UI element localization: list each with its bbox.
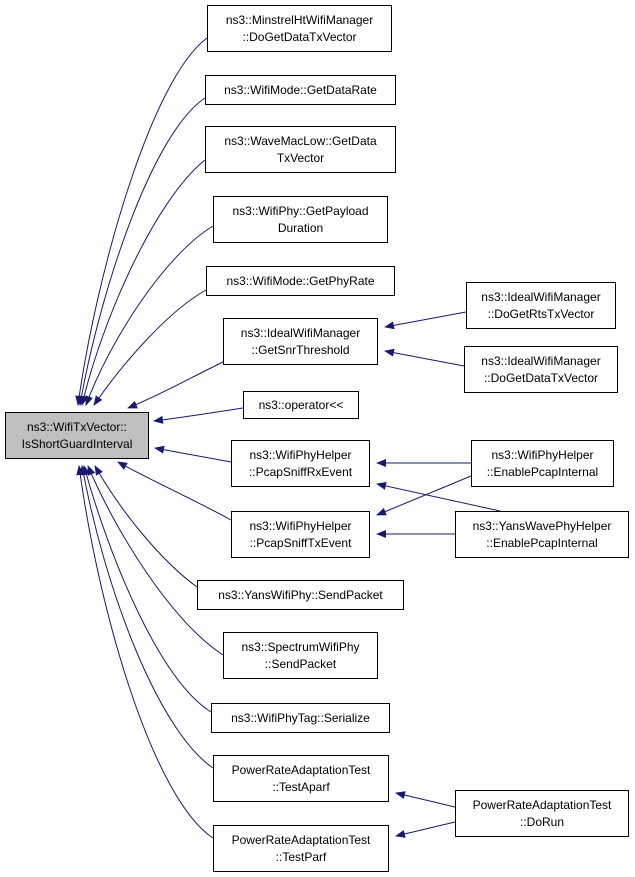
- node-label-line2: ::GetSnrThreshold: [251, 342, 350, 357]
- edge-wifiphyhelper_pcapsniffrxevent-to-root: [154, 445, 232, 463]
- node-label-line1: ns3::IdealWifiManager: [240, 325, 361, 340]
- node-minstrel-dogetdatatxvector[interactable]: ns3::MinstrelHtWifiManager ::DoGetDataTx…: [207, 5, 392, 52]
- edge-ideal_dogetrtstxvector-to-ideal_getsnrthreshold: [384, 311, 467, 330]
- node-label-line1: PowerRateAdaptationTest: [231, 762, 371, 777]
- edge-wifimode_getdatarate-to-root: [77, 97, 206, 406]
- edge-pratest_testaparf-to-root: [79, 465, 214, 769]
- node-label-line1: ns3::MinstrelHtWifiManager: [225, 12, 374, 27]
- node-label-line2: ::EnablePcapInternal: [486, 464, 599, 479]
- edge-pratest_dorun-to-pratest_testaparf: [395, 791, 456, 808]
- node-ideal-getsnrthreshold[interactable]: ns3::IdealWifiManager ::GetSnrThreshold: [223, 318, 378, 365]
- node-label-line1: ns3::WifiMode::GetDataRate: [224, 82, 377, 97]
- node-label-line1: ns3::IdealWifiManager: [481, 353, 601, 368]
- node-label-line1: PowerRateAdaptationTest: [472, 797, 612, 812]
- edge-yanswavephyhelper_enablepcapinternal-to-wifiphyhelper_pcapsniffrxevent: [376, 482, 501, 512]
- edge-minstrel_dogetdatatxvector-to-root: [75, 37, 208, 406]
- edge-wifimode_getphyrate-to-root: [93, 289, 207, 406]
- node-label-line1: ns3::IdealWifiManager: [481, 289, 601, 304]
- edge-wavemaclow_getdatatxvector-to-root: [80, 159, 206, 406]
- node-label-line2: ::DoGetDataTxVector: [242, 29, 357, 44]
- node-label-line2: ::DoGetDataTxVector: [483, 370, 599, 385]
- node-label-line1: ns3::YansWavePhyHelper: [472, 518, 612, 533]
- node-label-line2: ::TestAparf: [272, 779, 330, 794]
- node-label-line1: ns3::WifiPhy::GetPayload: [232, 203, 369, 218]
- node-label-line1: ns3::WifiMode::GetPhyRate: [226, 273, 375, 288]
- node-ideal-dogetdatatxvector[interactable]: ns3::IdealWifiManager ::DoGetDataTxVecto…: [464, 346, 618, 393]
- node-label-line1: ns3::WifiTxVector::: [26, 419, 128, 434]
- node-ideal-dogetrtstxvector[interactable]: ns3::IdealWifiManager ::DoGetRtsTxVector: [466, 282, 616, 329]
- node-wifiphytag-serialize[interactable]: ns3::WifiPhyTag::Serialize: [211, 703, 390, 733]
- edge-wifiphytag_serialize-to-root: [82, 465, 212, 713]
- node-label-line1: ns3::operator<<: [258, 397, 344, 412]
- node-pratest-dorun[interactable]: PowerRateAdaptationTest ::DoRun: [455, 790, 629, 837]
- node-label-line1: ns3::WifiPhyHelper: [249, 447, 352, 462]
- node-label-line2: ::TestParf: [275, 849, 327, 864]
- node-label-line2: ::SendPacket: [264, 656, 337, 671]
- node-pratest-testaparf[interactable]: PowerRateAdaptationTest ::TestAparf: [213, 755, 389, 802]
- node-label-line1: PowerRateAdaptationTest: [231, 832, 371, 847]
- edge-ideal_getsnrthreshold-to-root: [127, 361, 224, 409]
- edge-pratest_testparf-to-root: [76, 465, 214, 839]
- node-wifimode-getphyrate[interactable]: ns3::WifiMode::GetPhyRate: [206, 266, 395, 296]
- edge-operator_shift-to-root: [153, 407, 244, 424]
- edge-wifiphy_getpayloadduration-to-root: [85, 225, 214, 406]
- node-label-line1: ns3::YansWifiPhy::SendPacket: [218, 587, 383, 602]
- edge-ideal_dogetdatatxvector-to-ideal_getsnrthreshold: [384, 348, 465, 367]
- node-label-line2: ::PcapSniffRxEvent: [248, 464, 353, 479]
- node-wifiphyhelper-pcapsniffrxevent[interactable]: ns3::WifiPhyHelper ::PcapSniffRxEvent: [231, 440, 370, 487]
- root-node-isshortguardinterval: ns3::WifiTxVector:: IsShortGuardInterval: [5, 412, 149, 459]
- node-label-line2: IsShortGuardInterval: [21, 436, 133, 451]
- node-wifiphyhelper-pcapsnifftxevent[interactable]: ns3::WifiPhyHelper ::PcapSniffTxEvent: [231, 511, 370, 558]
- node-label-line2: TxVector: [276, 150, 325, 165]
- edge-wifiphyhelper_pcapsnifftxevent-to-root: [117, 461, 232, 521]
- node-wifiphy-getpayloadduration[interactable]: ns3::WifiPhy::GetPayload Duration: [213, 196, 388, 243]
- node-label-line1: ns3::WaveMacLow::GetData: [224, 133, 377, 148]
- node-label-line2: ::PcapSniffTxEvent: [249, 535, 352, 550]
- node-yanswavephyhelper-enablepcapinternal[interactable]: ns3::YansWavePhyHelper ::EnablePcapInter…: [455, 511, 629, 558]
- node-spectrumwifiphy-sendpacket[interactable]: ns3::SpectrumWifiPhy ::SendPacket: [223, 632, 378, 679]
- node-wifiphyhelper-enablepcapinternal[interactable]: ns3::WifiPhyHelper ::EnablePcapInternal: [471, 440, 614, 487]
- node-label-line2: Duration: [277, 220, 324, 235]
- edge-wifiphyhelper_enablepcapinternal-to-wifiphyhelper_pcapsnifftxevent: [376, 475, 472, 516]
- node-label-line1: ns3::WifiPhyHelper: [491, 447, 594, 462]
- node-label-line2: ::EnablePcapInternal: [486, 535, 598, 550]
- node-label-line2: ::DoGetRtsTxVector: [487, 306, 595, 321]
- edge-pratest_dorun-to-pratest_testparf: [395, 821, 456, 838]
- edge-spectrumwifiphy_sendpacket-to-root: [87, 465, 224, 656]
- node-label-line1: ns3::WifiPhyTag::Serialize: [231, 710, 370, 725]
- node-operator-shift[interactable]: ns3::operator<<: [243, 391, 359, 419]
- edge-yanswifiphy_sendpacket-to-root: [94, 465, 198, 588]
- node-label-line1: ns3::WifiPhyHelper: [249, 518, 352, 533]
- node-wifimode-getdatarate[interactable]: ns3::WifiMode::GetDataRate: [205, 75, 396, 105]
- node-pratest-testparf[interactable]: PowerRateAdaptationTest ::TestParf: [213, 825, 389, 872]
- node-label-line2: ::DoRun: [519, 814, 565, 829]
- node-yanswifiphy-sendpacket[interactable]: ns3::YansWifiPhy::SendPacket: [197, 580, 404, 610]
- node-wavemaclow-getdatatxvector[interactable]: ns3::WaveMacLow::GetData TxVector: [205, 126, 396, 173]
- node-label-line1: ns3::SpectrumWifiPhy: [241, 639, 360, 654]
